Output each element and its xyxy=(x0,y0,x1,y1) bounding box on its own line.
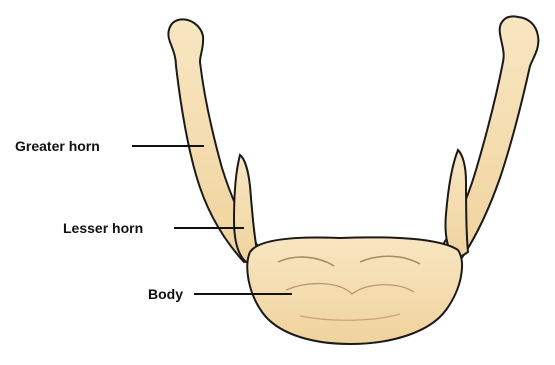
body-label: Body xyxy=(148,286,183,302)
greater-horn-label: Greater horn xyxy=(15,138,100,154)
left-lesser-horn xyxy=(234,155,258,262)
right-lesser-horn xyxy=(445,150,468,260)
hyoid-body xyxy=(247,237,462,344)
lesser-horn-label: Lesser horn xyxy=(63,220,143,236)
